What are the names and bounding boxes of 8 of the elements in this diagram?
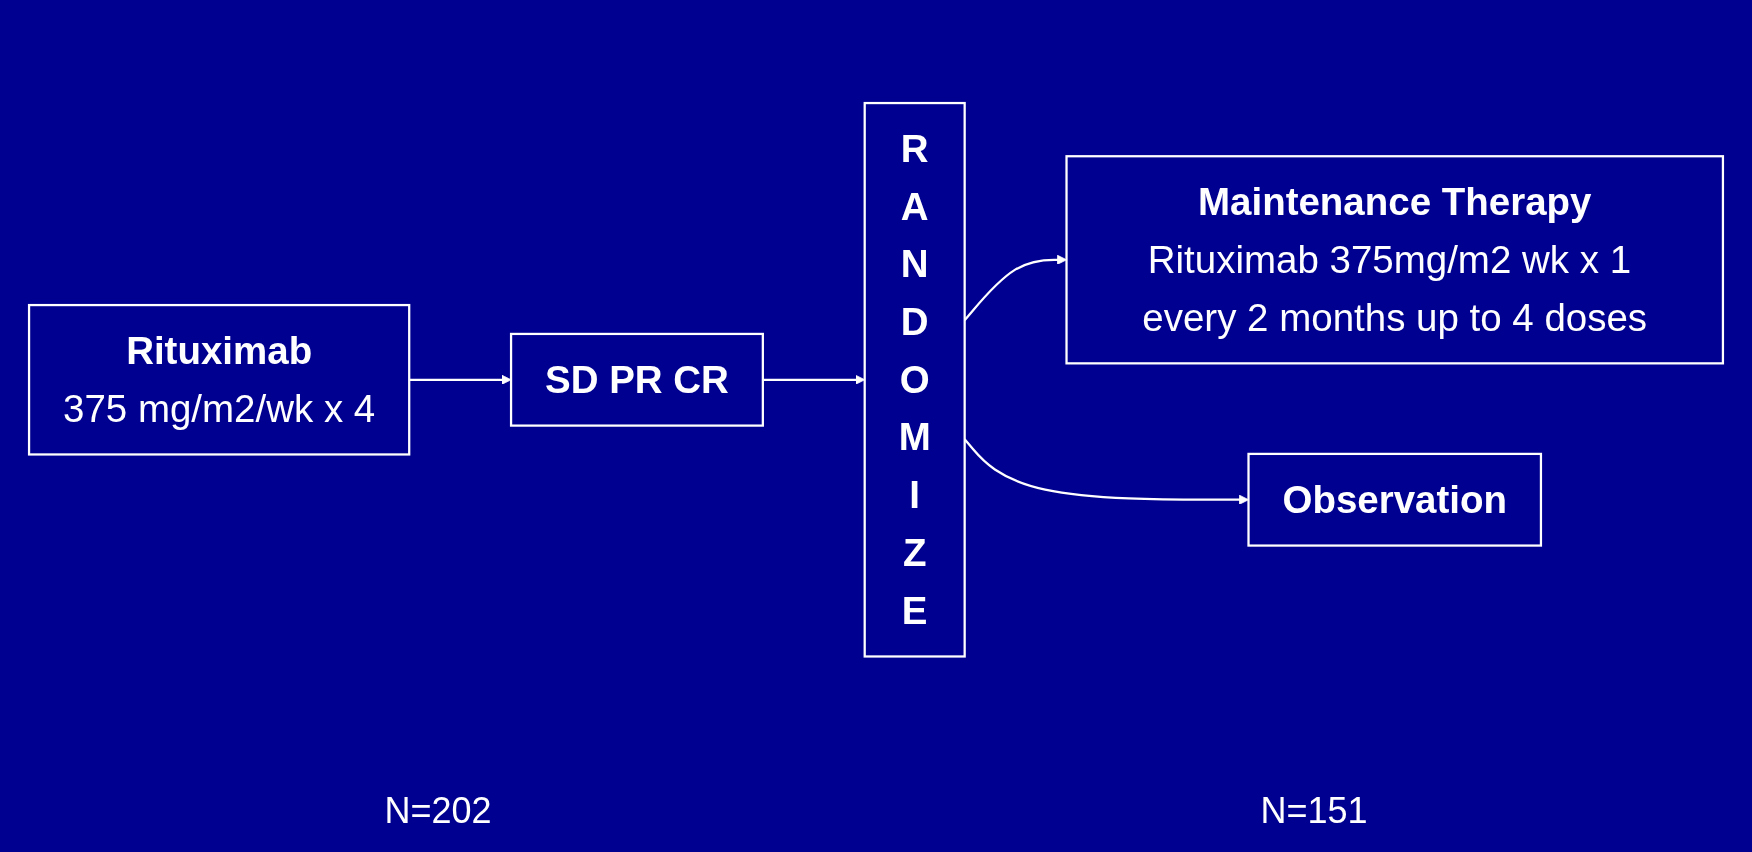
- node-box: Observation: [1247, 453, 1543, 547]
- sample-size-note: N=151: [1260, 790, 1368, 832]
- node-box: Maintenance Therapy Rituximab 375mg/m2 wk x 1 every 2 months up to 4 doses: [1065, 155, 1725, 365]
- node-box: RANDOMIZE: [863, 102, 966, 658]
- node-box: Rituximab 375 mg/m2/wk x 4: [27, 304, 411, 456]
- arrow: [409, 375, 512, 385]
- node-box: SD PR CR: [509, 333, 764, 427]
- sample-size-note: N=202: [384, 790, 492, 832]
